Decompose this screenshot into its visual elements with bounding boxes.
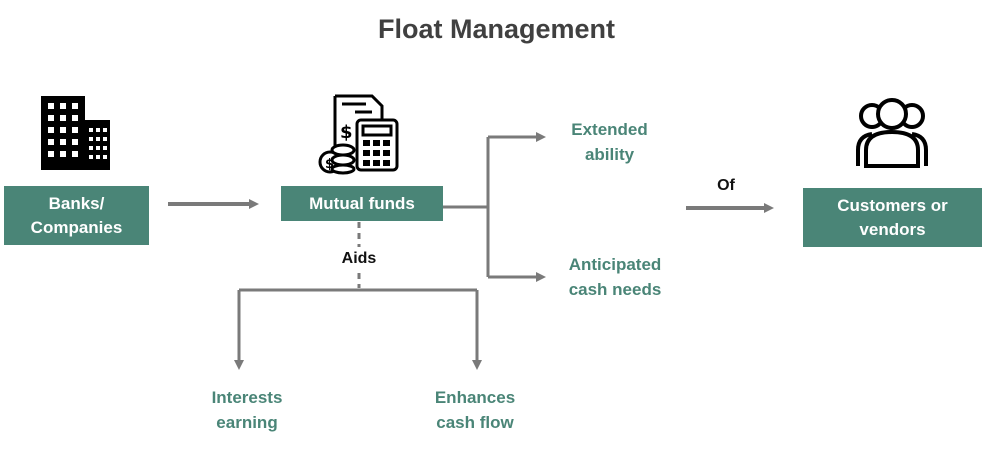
people-group-icon [856,98,928,168]
anticipated-cash-needs-label: Anticipated cash needs [568,255,662,299]
banks-companies-box: Banks/ Companies [4,186,149,245]
svg-text:$: $ [340,122,353,143]
extended-ability-label: Extended ability [571,120,648,164]
diagram-title: Float Management [377,14,616,44]
of-label: Of [717,177,735,194]
customers-vendors-box: Customers or vendors [803,188,982,247]
aids-label: Aids [341,250,377,267]
enhances-cash-flow-label: Enhances cash flow [434,388,516,432]
mutual-funds-box: Mutual funds [281,186,443,221]
svg-text:$: $ [325,157,334,172]
document-calculator-coins-icon: $ $ [318,94,399,175]
office-building-icon [41,96,110,170]
interests-earning-label: Interests earning [211,388,283,432]
